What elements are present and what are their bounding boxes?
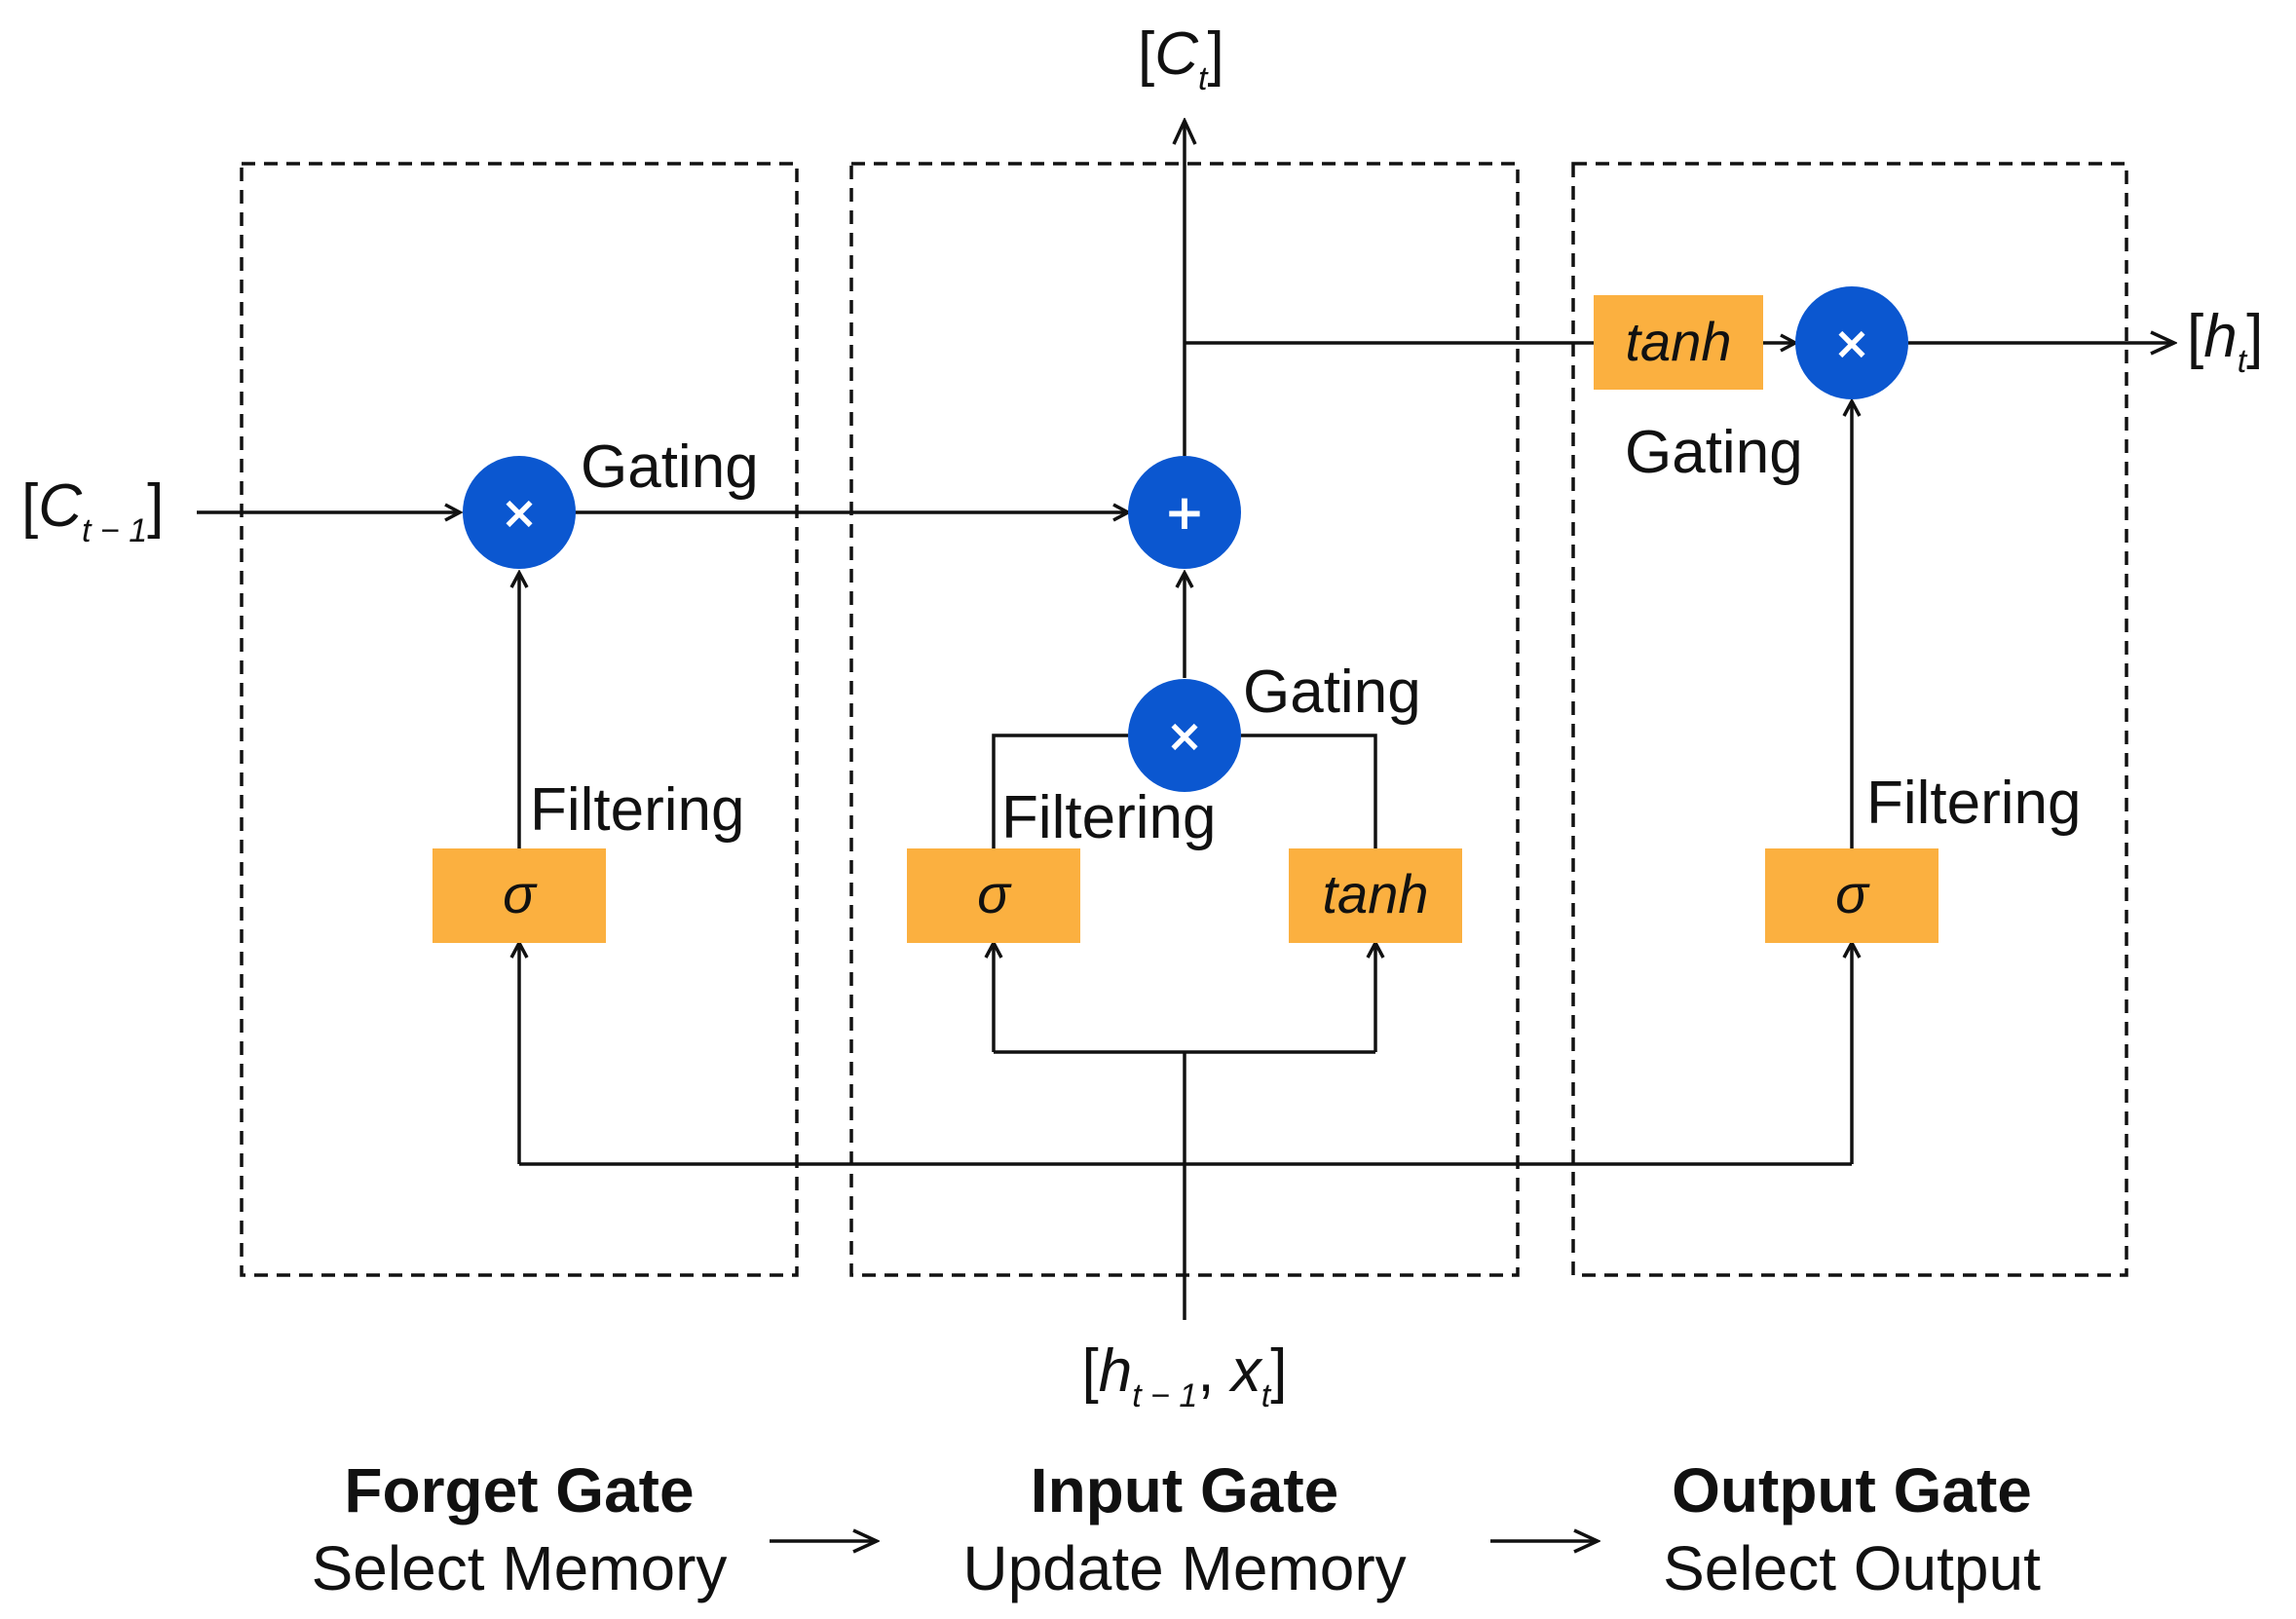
legend-forget-title: Forget Gate <box>344 1455 694 1525</box>
c-out-label: [Ct] <box>1138 20 1224 97</box>
legend-output-desc: Select Output <box>1663 1533 2041 1603</box>
svg-text:tanh: tanh <box>1626 311 1732 372</box>
cell-add-op: + <box>1128 456 1241 569</box>
svg-text:tanh: tanh <box>1323 863 1429 924</box>
svg-text:[Ct − 1]: [Ct − 1] <box>21 472 164 549</box>
forget-gating-label: Gating <box>581 433 759 501</box>
svg-text:[Ct]: [Ct] <box>1138 20 1224 97</box>
c-prev-label: [Ct − 1] <box>21 472 164 549</box>
svg-text:σ: σ <box>503 863 538 924</box>
legend-input-desc: Update Memory <box>962 1533 1406 1603</box>
svg-text:×: × <box>501 486 539 539</box>
forget-sigma-box: σ <box>433 848 606 943</box>
connectors <box>197 121 2174 1320</box>
input-tanh-box: tanh <box>1289 848 1462 943</box>
input-gating-label: Gating <box>1243 659 1421 726</box>
svg-text:+: + <box>1164 484 1205 541</box>
forget-gate-box <box>240 162 799 1277</box>
svg-text:σ: σ <box>1835 863 1870 924</box>
forget-multiply-op: × <box>463 456 576 569</box>
hx-input-label: [ht − 1, xt] <box>1082 1337 1288 1414</box>
svg-text:[ht − 1, xt]: [ht − 1, xt] <box>1082 1337 1288 1414</box>
output-multiply-op: × <box>1795 286 1908 399</box>
output-sigma-box: σ <box>1765 848 1938 943</box>
svg-text:×: × <box>1166 709 1204 762</box>
output-gating-label: Gating <box>1625 419 1803 486</box>
input-multiply-op: × <box>1128 679 1241 792</box>
output-gate-box <box>1571 162 2128 1277</box>
svg-text:×: × <box>1833 317 1871 369</box>
forget-filtering-label: Filtering <box>530 776 745 844</box>
output-tanh-box: tanh <box>1594 295 1763 390</box>
svg-text:σ: σ <box>977 863 1012 924</box>
svg-text:[ht]: [ht] <box>2187 303 2263 380</box>
output-filtering-label: Filtering <box>1866 770 2082 837</box>
input-filtering-label: Filtering <box>1001 784 1217 851</box>
legend-input-title: Input Gate <box>1031 1455 1338 1525</box>
h-out-label: [ht] <box>2187 303 2263 380</box>
legend-output-title: Output Gate <box>1672 1455 2032 1525</box>
legend-forget-desc: Select Memory <box>312 1533 728 1603</box>
input-sigma-box: σ <box>907 848 1080 943</box>
